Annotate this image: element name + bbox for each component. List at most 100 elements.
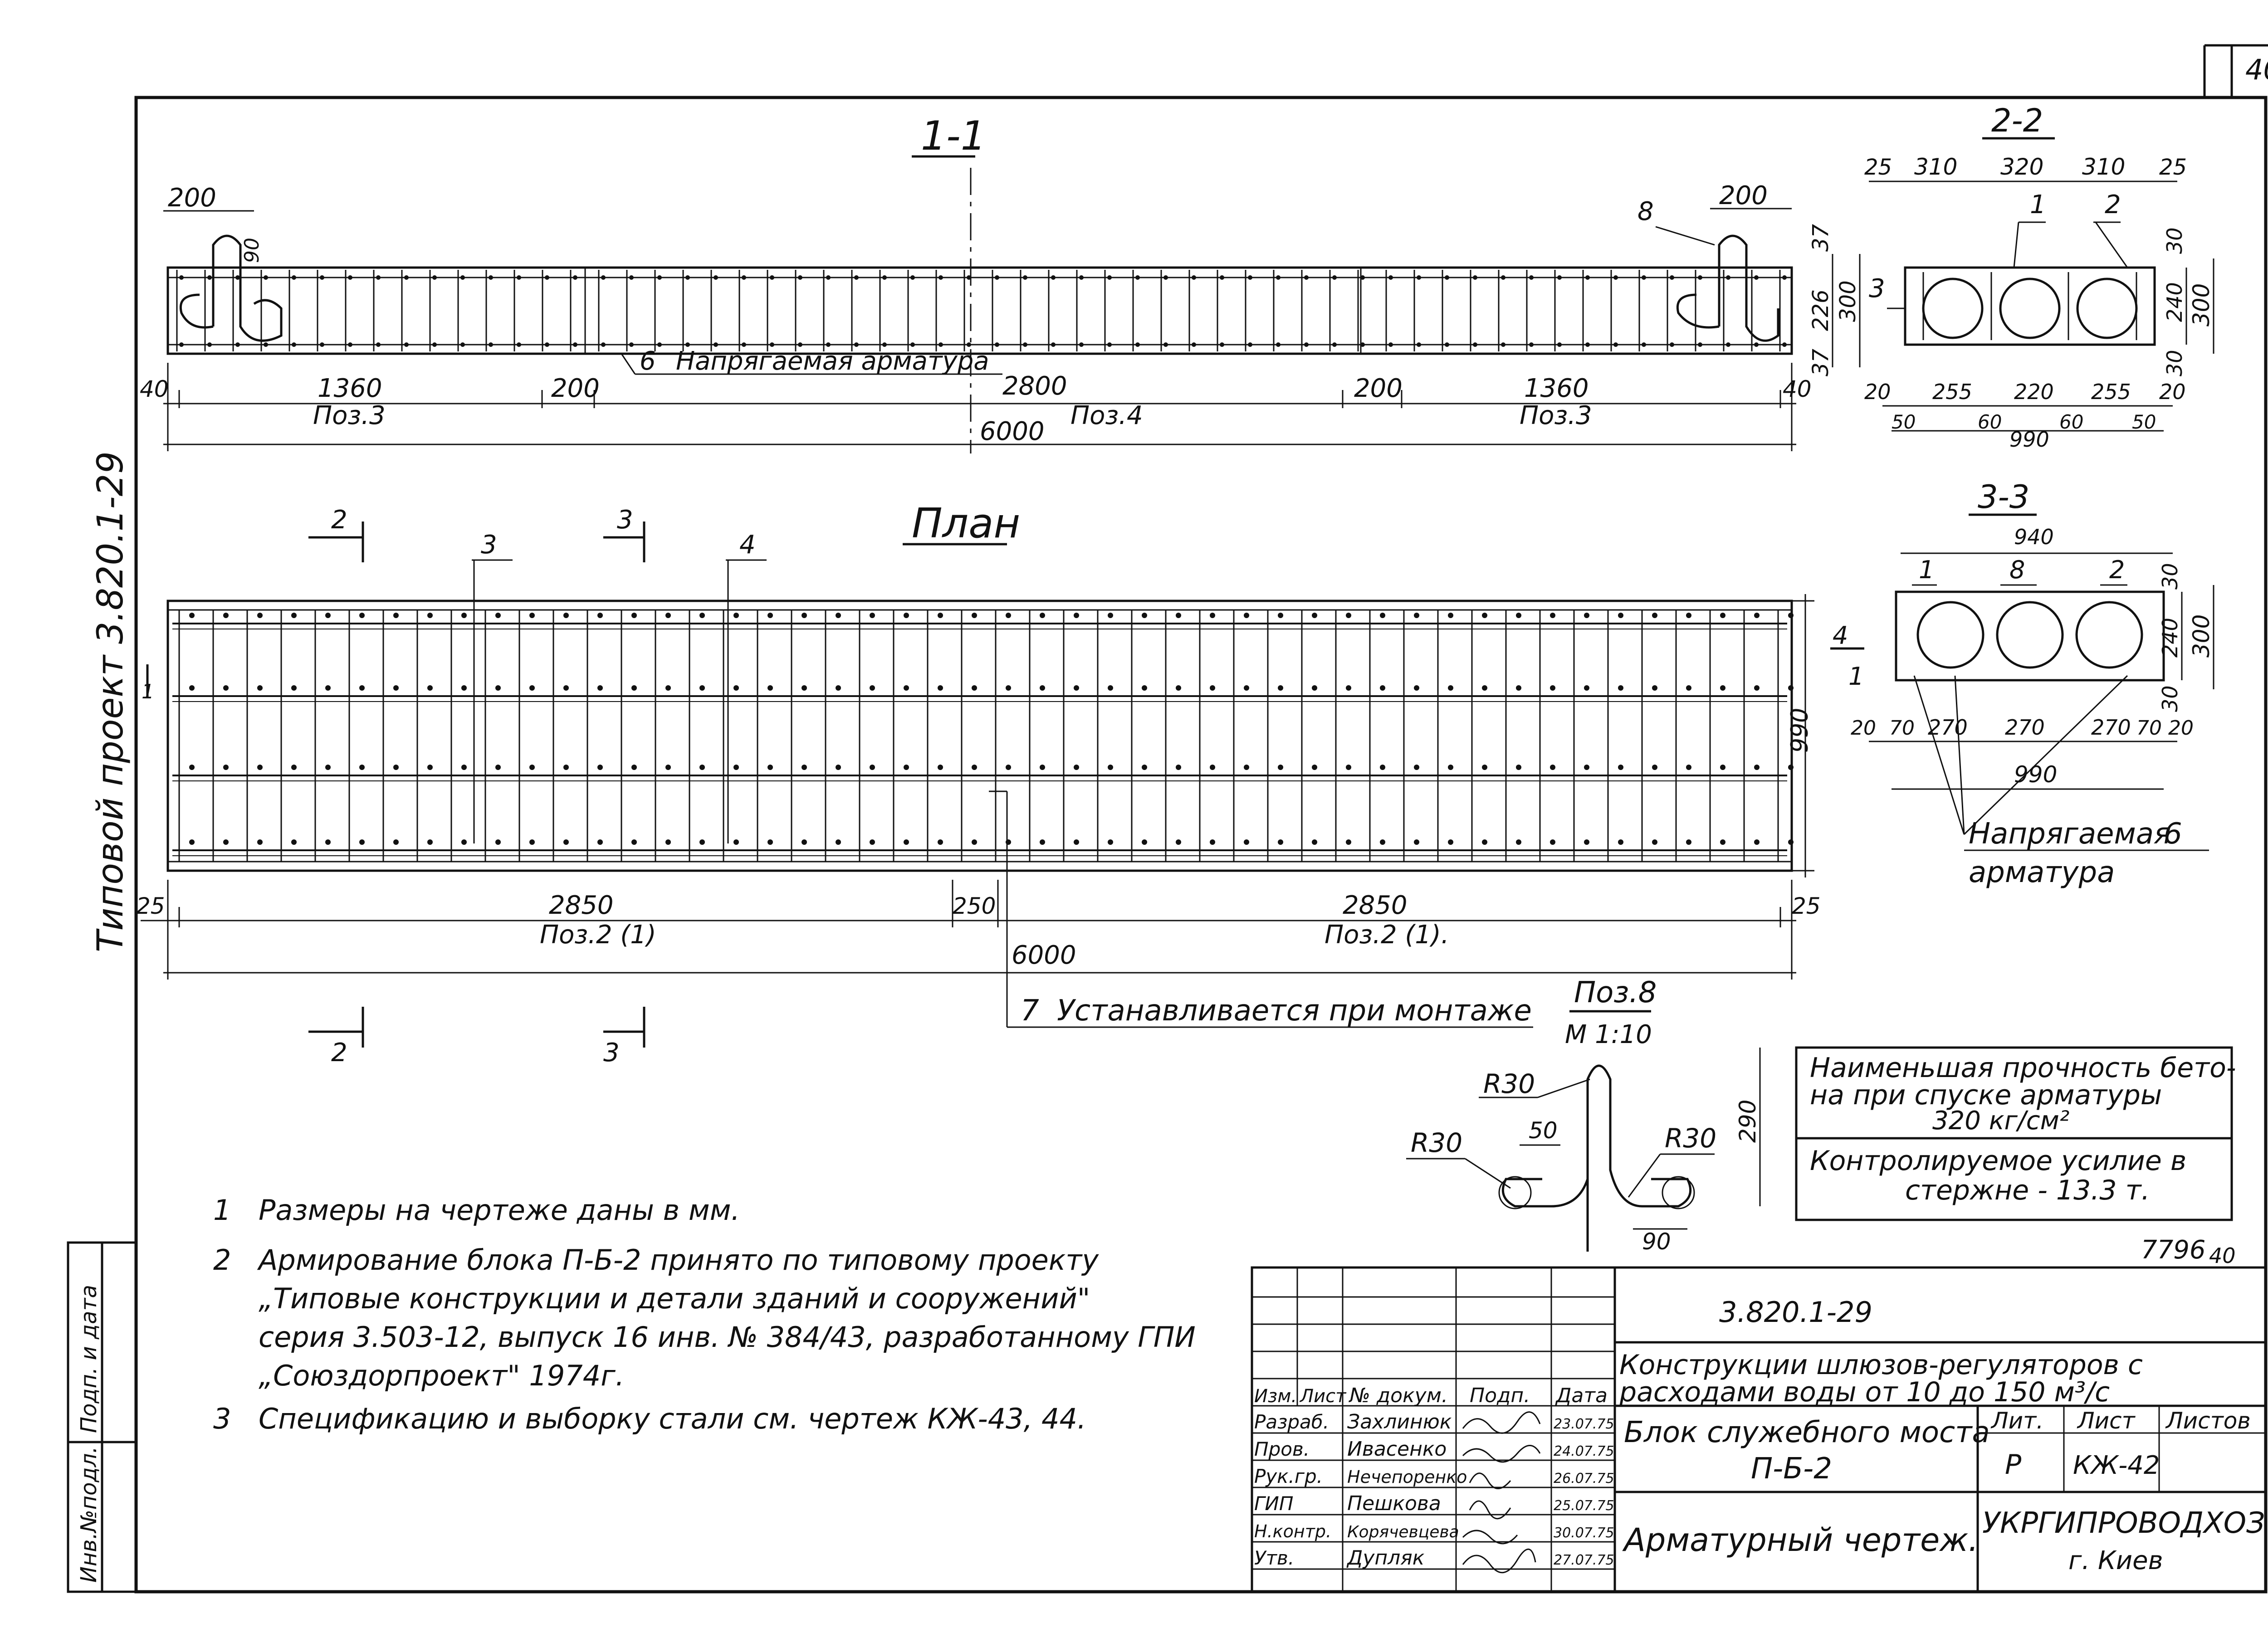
dim: 226	[1808, 289, 1833, 331]
dim: 25	[1792, 893, 1821, 919]
bar-dot	[189, 685, 195, 691]
bar-dot	[904, 765, 909, 770]
dim: 250	[953, 893, 996, 919]
dim: 37	[1808, 224, 1833, 252]
dim: 1360	[318, 374, 382, 403]
dim: 940	[2014, 525, 2054, 549]
dim: 2850	[549, 891, 614, 920]
plan-title: План	[912, 500, 1020, 547]
row-name: Дупляк	[1346, 1546, 1425, 1570]
title-block: 3.820.1-29 Конструкции шлюзов-регуляторо…	[1251, 1266, 2267, 1593]
bar-dot	[563, 613, 569, 618]
bar-dot	[1108, 613, 1113, 618]
row-date: 30.07.75	[1554, 1525, 1614, 1541]
bar-dot	[1346, 613, 1351, 618]
bar-dot	[1380, 613, 1385, 618]
bar-dot	[870, 613, 875, 618]
bar-dot	[1414, 765, 1419, 770]
row-name: Пешкова	[1347, 1492, 1441, 1515]
bar-dot	[325, 613, 331, 618]
dim: 240	[2162, 282, 2187, 322]
bar-dot	[1482, 685, 1487, 691]
bar-dot	[1448, 613, 1453, 618]
bar-dot	[631, 765, 637, 770]
dim: 255	[1932, 380, 1972, 404]
dim: 300	[2188, 283, 2214, 327]
bar-dot	[972, 839, 977, 845]
radius-label: R30	[1483, 1068, 1535, 1099]
dim: 25	[1864, 155, 1892, 180]
bar-dot	[257, 613, 263, 618]
force-value: стержне - 13.3 т.	[1905, 1175, 2150, 1206]
note-num: 3	[213, 1402, 231, 1435]
bar-dot	[427, 613, 433, 618]
note-line: серия 3.503-12, выпуск 16 инв. № 384/43,…	[259, 1321, 1196, 1354]
dim: 2850	[1343, 891, 1408, 920]
bar-dot	[1346, 685, 1351, 691]
dim: 40	[1783, 376, 1812, 402]
bar-dot	[1652, 765, 1657, 770]
bar-dot	[597, 765, 603, 770]
bar-dot	[1244, 765, 1249, 770]
bar-dot	[1006, 613, 1011, 618]
sheet-type: Арматурный чертеж.	[1622, 1521, 1978, 1559]
section-3-3: 3-3 940 1 8 2 4 1 30 240 300 30 20 70 27…	[1830, 478, 2214, 889]
bar-dot	[529, 685, 535, 691]
bar-dot	[393, 613, 399, 618]
bar-dot	[1040, 613, 1045, 618]
bar-dot	[257, 839, 263, 845]
org-name: УКРГИПРОВОДХОЗ	[1982, 1506, 2265, 1540]
dim: 220	[2014, 380, 2054, 404]
sheet-number: 40	[2245, 53, 2268, 86]
bar-dot	[699, 685, 705, 691]
inventory-stamp: Инв.№подл. Подп. и дата	[67, 1241, 137, 1593]
note-line: Размеры на чертеже даны в мм.	[259, 1194, 740, 1227]
dim: 25	[2159, 155, 2187, 180]
bar-dot	[1618, 613, 1623, 618]
bar-dot	[836, 685, 841, 691]
row-role: Пров.	[1254, 1438, 1310, 1460]
bar-dot	[1686, 613, 1691, 618]
bar-dot	[189, 765, 195, 770]
note-line: „Типовые конструкции и детали зданий и с…	[259, 1282, 1090, 1315]
bar-dot	[1040, 839, 1045, 845]
bar-dot	[1652, 613, 1657, 618]
bar-dot	[529, 613, 535, 618]
bar-dot	[1312, 839, 1317, 845]
bar-dot	[495, 765, 501, 770]
leader-label: 1	[2030, 190, 2046, 219]
bar-dot	[1652, 685, 1657, 691]
dim-total: 6000	[1012, 941, 1076, 970]
dim: 30	[2162, 350, 2187, 376]
dim: 255	[2091, 380, 2131, 404]
copy-mark: 7796	[2141, 1235, 2206, 1265]
dim: 20	[2159, 380, 2186, 404]
row-role: Разраб.	[1254, 1411, 1329, 1433]
bar-dot	[597, 685, 603, 691]
bar-dot	[189, 839, 195, 845]
pos-label: Поз.4	[1070, 401, 1143, 430]
bar-dot	[1074, 613, 1079, 618]
bar-dot	[1142, 839, 1147, 845]
bar-dot	[223, 839, 229, 845]
bar-dot	[1414, 685, 1419, 691]
bar-dot	[1210, 839, 1215, 845]
col-header: Изм.	[1254, 1386, 1297, 1407]
bar-dot	[767, 839, 773, 845]
bar-dot	[1244, 613, 1249, 618]
bar-dot	[1210, 613, 1215, 618]
dim: 50	[2132, 411, 2156, 433]
bar-dot	[1380, 685, 1385, 691]
leader-label: 2	[2109, 556, 2125, 584]
signature-rows: Разраб. Захлинюк 23.07.75 Пров. Ивасенко…	[1254, 1410, 1614, 1570]
note-num: 1	[213, 1194, 231, 1227]
bar-dot	[1788, 685, 1794, 691]
bar-dot	[461, 685, 467, 691]
plan-mesh	[172, 610, 1794, 862]
bar-dot	[1244, 839, 1249, 845]
stirrups-1-1	[176, 270, 1787, 351]
bar-dot	[1210, 685, 1215, 691]
plan-view: План 2 3 2 3 3 4 1 990	[136, 500, 1821, 1068]
side-stamp: Типовой проект 3.820.1-29	[90, 451, 131, 952]
dim: 90	[240, 238, 264, 263]
